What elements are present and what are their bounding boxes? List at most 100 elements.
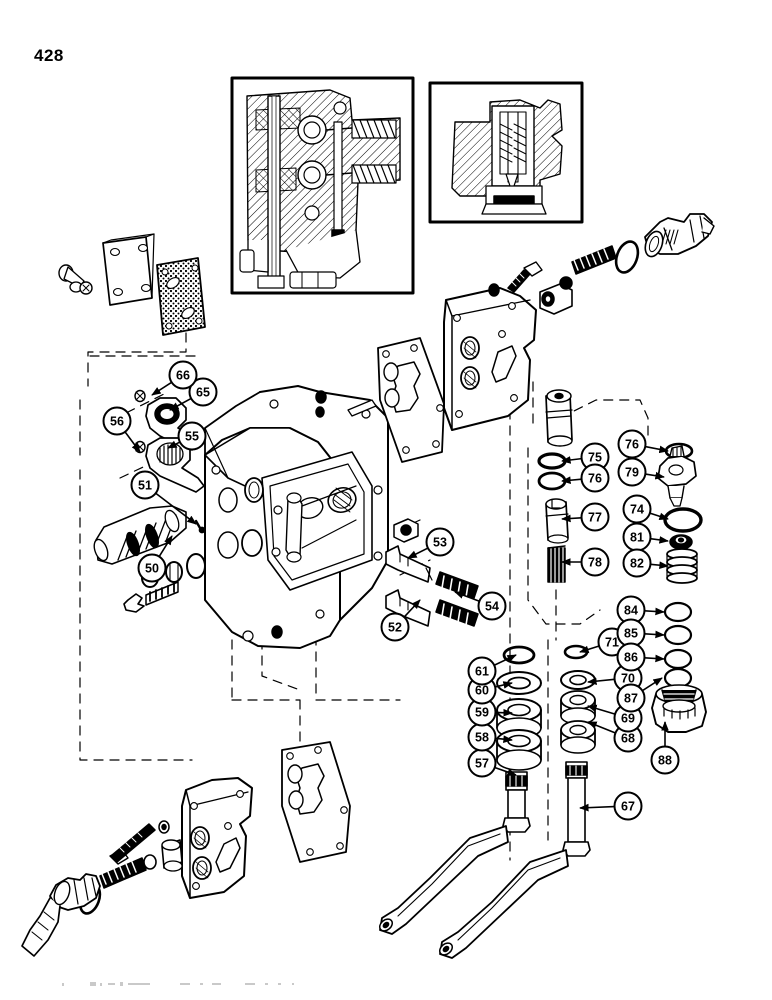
callout-76: 76 [561, 463, 610, 493]
callout-bubble [467, 656, 497, 686]
callout-leader [644, 607, 665, 616]
callout-79: 79 [617, 457, 665, 487]
lower-fitting [21, 873, 101, 957]
callout-50: 50 [137, 535, 173, 583]
callout-bubble [650, 745, 680, 775]
callout-55: 55 [167, 421, 207, 451]
callout-number: 59 [475, 706, 489, 720]
callout-leader [495, 708, 513, 717]
control-rod-left [502, 771, 531, 833]
callout-leader [494, 766, 517, 776]
callout-number: 84 [624, 604, 638, 618]
callout-leader [167, 440, 181, 449]
spool-valve-group [93, 505, 206, 613]
valve-housing [204, 385, 479, 649]
seal-69 [560, 690, 596, 725]
callout-76: 76 [617, 429, 669, 459]
callout-leader [493, 654, 517, 666]
callout-number: 85 [624, 627, 638, 641]
callout-leader [649, 512, 669, 521]
relief-spring [571, 245, 617, 275]
lower-gasket [281, 741, 351, 863]
callout-leader [158, 535, 173, 557]
callout-leader [561, 514, 582, 523]
callout-leader [579, 645, 600, 654]
callout-bubble [130, 470, 160, 500]
callout-leader [561, 476, 582, 485]
callout-61: 61 [467, 654, 517, 686]
pin-upper [134, 389, 146, 403]
callout-number: 56 [110, 415, 124, 429]
callout-leader [495, 735, 513, 743]
callout-number: 67 [621, 800, 635, 814]
callout-81: 81 [622, 522, 669, 552]
callout-bubble [580, 547, 610, 577]
relief-capscrew [507, 261, 543, 293]
callout-bubble [425, 527, 455, 557]
callout-bubble [477, 591, 507, 621]
housing-plug-nut [393, 518, 419, 543]
callout-number: 87 [624, 692, 638, 706]
check-seal-81 [669, 534, 693, 550]
callout-number: 69 [621, 712, 635, 726]
callout-74: 74 [622, 494, 669, 524]
spool-spring [145, 581, 179, 606]
callout-51: 51 [130, 470, 197, 525]
callout-number: 71 [605, 636, 619, 650]
washer-60 [496, 671, 542, 695]
callout-number: 79 [625, 466, 639, 480]
callout-67: 67 [579, 791, 643, 821]
callout-bubble [137, 553, 167, 583]
end-cap-body [443, 287, 537, 431]
callout-leader [644, 630, 665, 639]
callout-number: 60 [475, 684, 489, 698]
callout-leader [169, 397, 192, 411]
valve-spool [93, 505, 187, 565]
callout-leader [645, 471, 665, 480]
callout-bubble [613, 791, 643, 821]
check-poppet [545, 498, 569, 544]
cover-plate-group [58, 233, 206, 336]
callout-leader [641, 677, 663, 692]
callout-bubble [580, 463, 610, 493]
cover-plate [102, 233, 155, 306]
callout-53: 53 [407, 527, 455, 559]
callout-number: 81 [630, 531, 644, 545]
callout-leader [650, 561, 669, 569]
scan-artifact [60, 975, 320, 986]
callout-number: 86 [624, 651, 638, 665]
callout-leader [407, 547, 429, 559]
callout-leader [155, 492, 197, 525]
lever-lower [145, 437, 205, 493]
callout-52: 52 [380, 599, 421, 642]
callout-86: 86 [616, 642, 665, 672]
callout-bubble [616, 683, 646, 713]
lower-capscrew [109, 823, 156, 865]
control-rod-right [562, 761, 591, 857]
callout-87: 87 [616, 677, 663, 713]
callout-leader [124, 431, 141, 453]
control-fork-group [378, 761, 591, 959]
callout-number: 55 [185, 430, 199, 444]
check-spring-82 [666, 548, 698, 584]
inset-relief-valve-section [428, 81, 584, 224]
callout-bubble [188, 377, 218, 407]
relief-seat [539, 283, 573, 315]
callout-82: 82 [622, 548, 669, 578]
callout-88: 88 [650, 721, 680, 775]
callout-number: 61 [475, 665, 489, 679]
callout-number: 82 [630, 557, 644, 571]
callout-number: 57 [475, 757, 489, 771]
plunger-lower [385, 589, 431, 627]
seal-58 [496, 729, 542, 771]
callout-85: 85 [616, 618, 665, 648]
callout-number: 50 [145, 562, 159, 576]
check-knurled-pin [547, 545, 566, 583]
plunger-upper [385, 545, 433, 583]
inset-valve-body-section [230, 76, 415, 295]
callout-number: 66 [176, 369, 190, 383]
check-cartridge [545, 389, 573, 447]
callout-number: 53 [433, 536, 447, 550]
